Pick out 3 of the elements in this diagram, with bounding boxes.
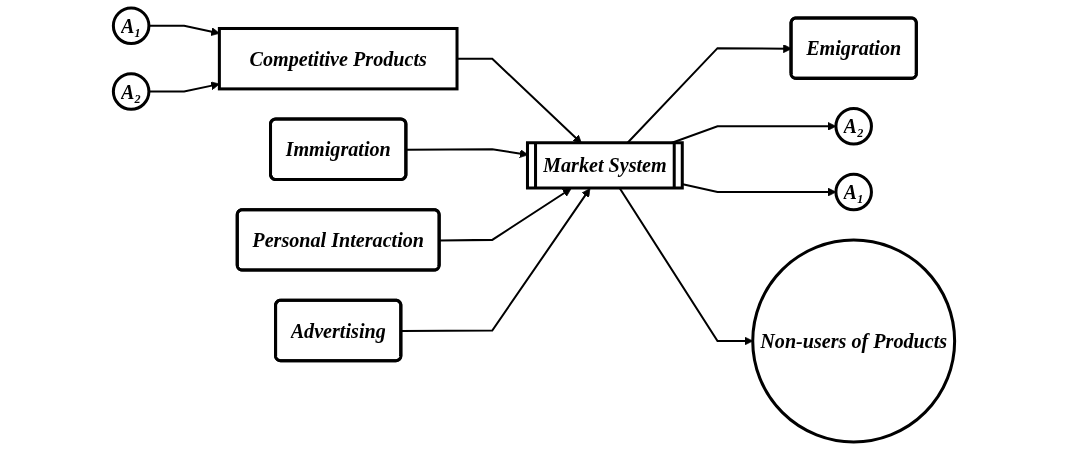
- node-box: Competitive Products: [217, 27, 459, 91]
- arrow: [682, 183, 837, 197]
- node-circle: Non-users of Products: [751, 238, 957, 444]
